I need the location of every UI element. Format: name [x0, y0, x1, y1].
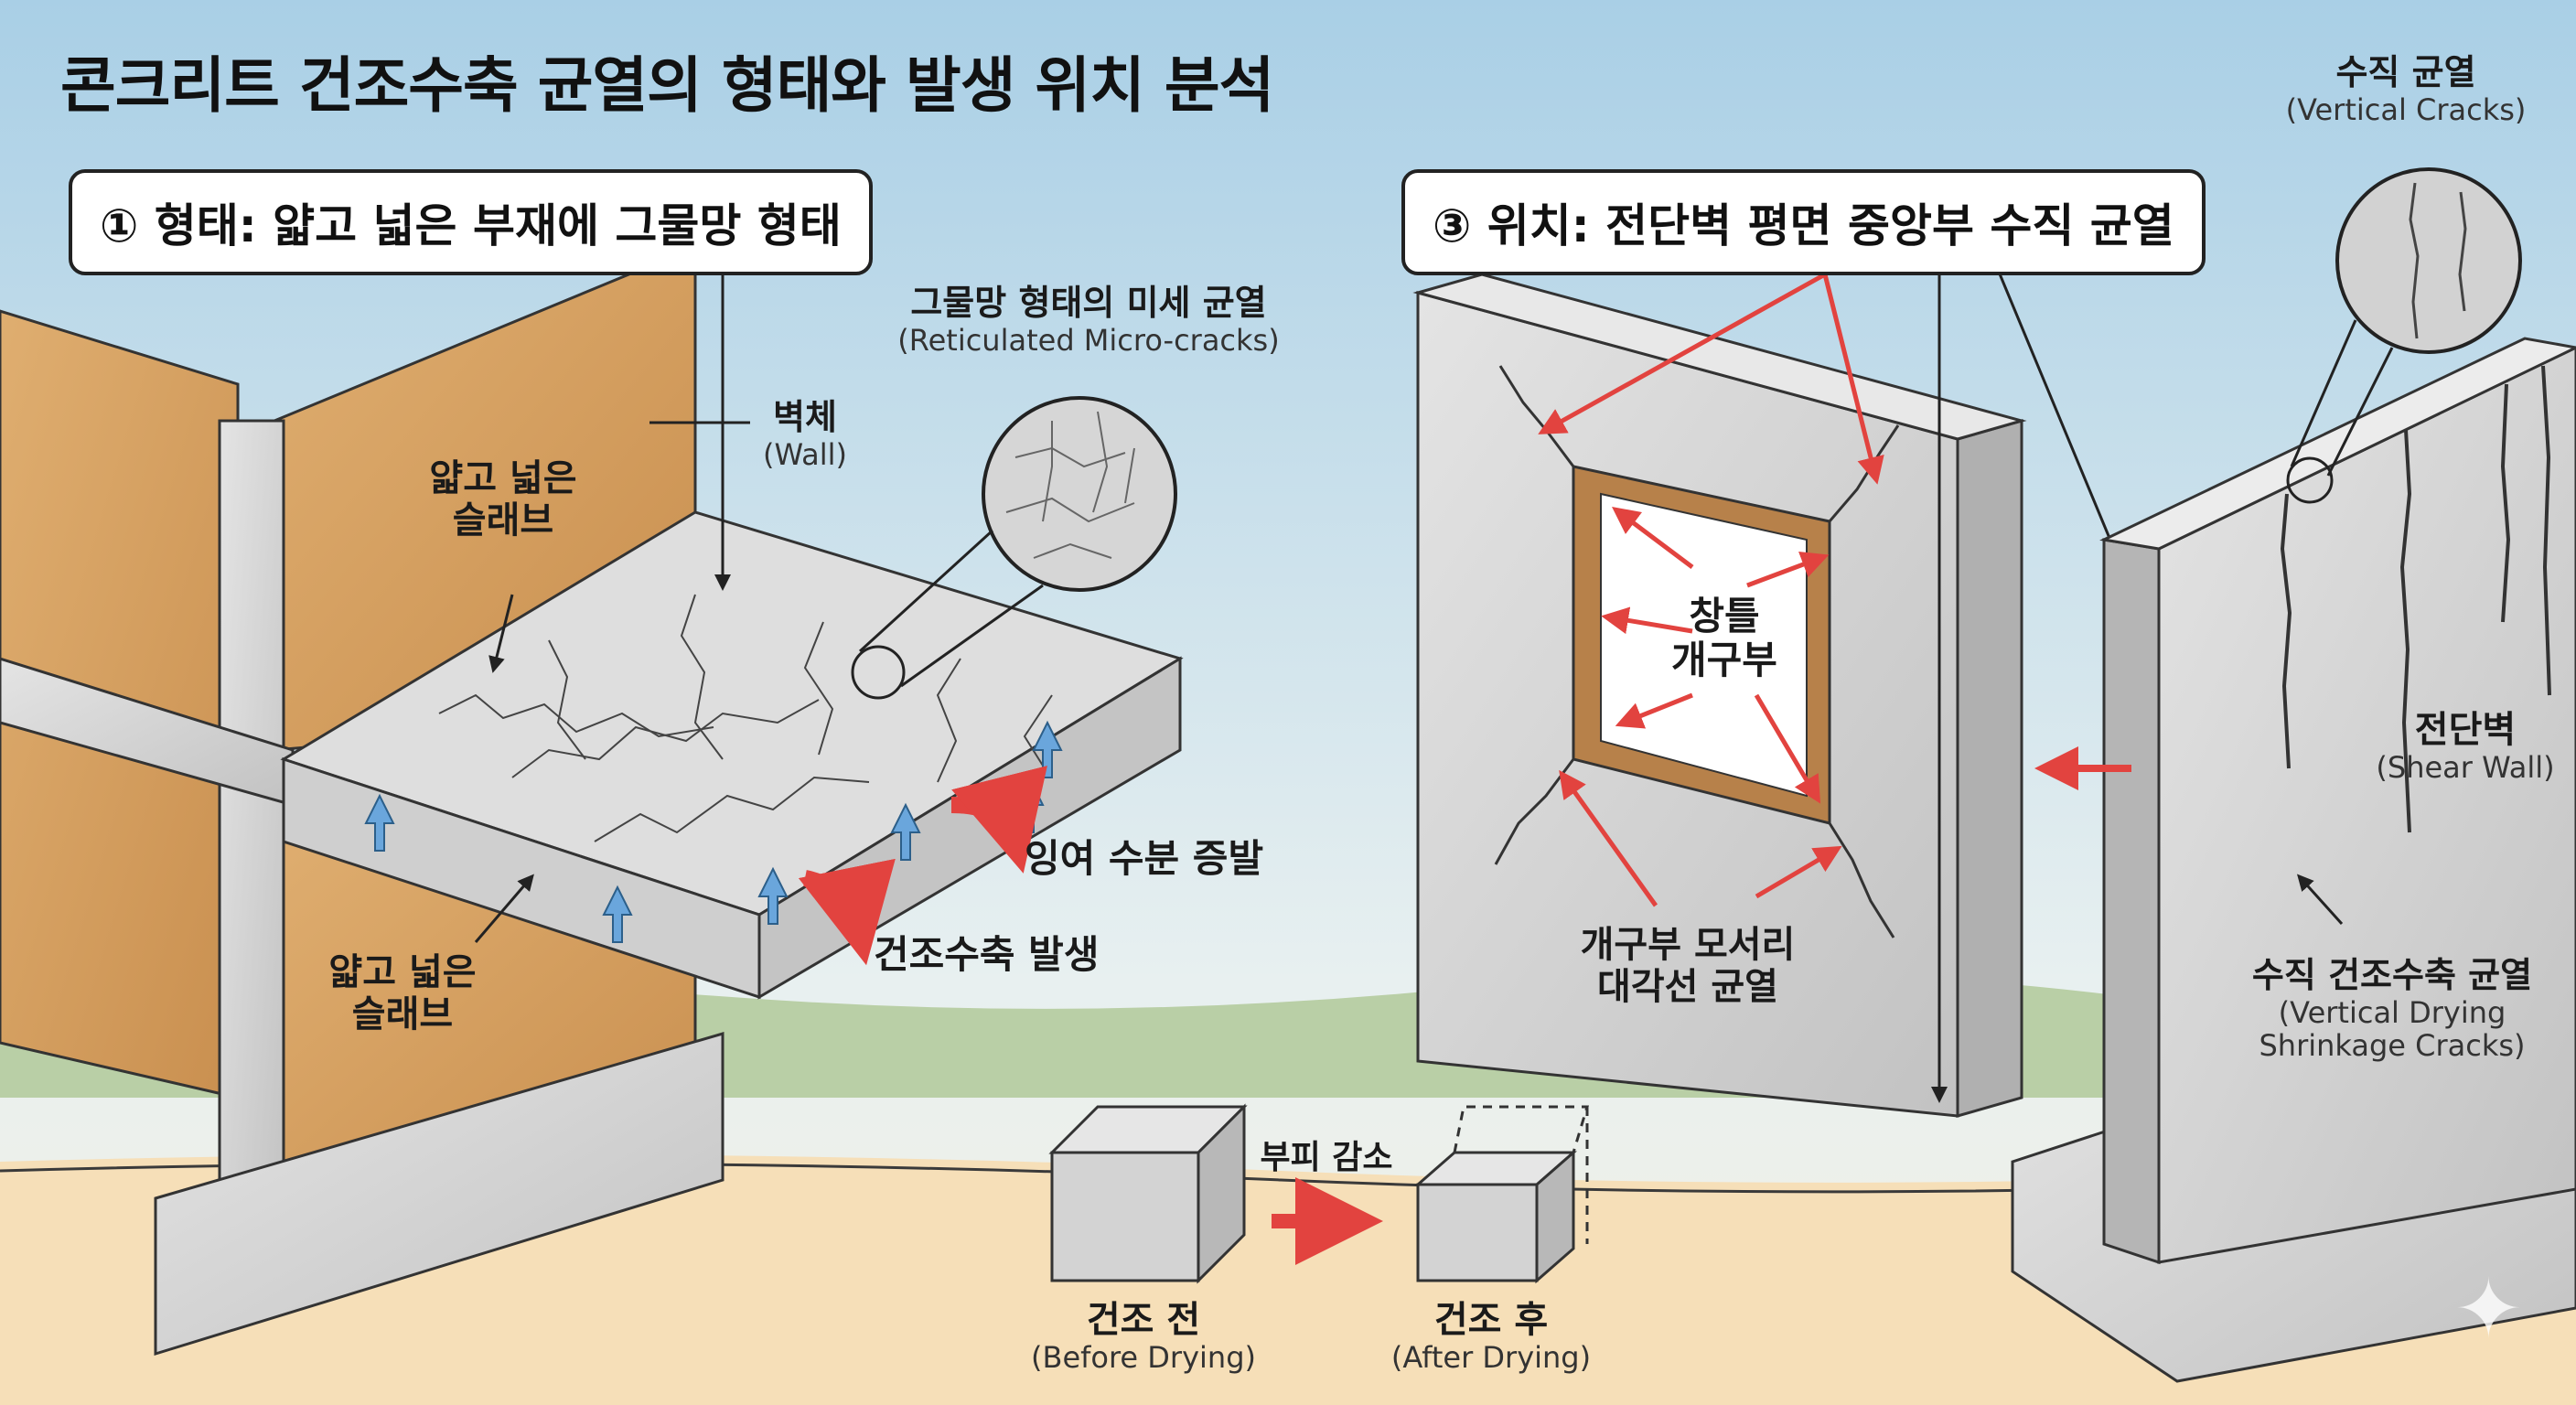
wall-label: 벽체 (Wall) — [750, 397, 860, 472]
vertical-cracks — [2280, 365, 2551, 833]
window-label: 창틀 개구부 — [1656, 594, 1793, 683]
section-form-box: ① 형태: 얇고 넓은 부재에 그물망 형태 — [69, 169, 873, 275]
vds-label: 수직 건조수축 균열 (Vertical Drying Shrinkage Cr… — [2214, 955, 2571, 1064]
micro-cracks-en: (Reticulated Micro-cracks) — [897, 322, 1280, 358]
vertical-crack-target — [2286, 456, 2334, 504]
before-ko: 건조 전 — [1086, 1299, 1201, 1341]
micro-crack-target — [851, 645, 906, 700]
window-wall-side — [1956, 419, 2023, 1118]
shear-ko: 전단벽 — [2414, 709, 2517, 751]
vertical-crack-detail — [2409, 182, 2467, 339]
diagonal-label: 개구부 모서리 대각선 균열 — [1537, 924, 1839, 1008]
before-en: (Before Drying) — [1031, 1340, 1256, 1375]
window-line2: 개구부 — [1671, 638, 1777, 683]
slab-bottom-label: 얇고 넓은 슬래브 — [293, 951, 512, 1035]
vds-en-line2: Shrinkage Cracks) — [2259, 1028, 2526, 1064]
shrinkage-arrow — [798, 858, 896, 966]
shrinkage-label: 건조수축 발생 — [874, 932, 1100, 977]
shear-en: (Shear Wall) — [2376, 750, 2555, 785]
star-sparkle-icon: ✦ — [2453, 1261, 2523, 1357]
vertical-ko: 수직 균열 — [2335, 52, 2476, 92]
slab-bottom-line2: 슬래브 — [351, 993, 454, 1035]
section-location-box: ③ 위치: 전단벽 평면 중앙부 수직 균열 — [1401, 169, 2206, 275]
cube-before — [1048, 1103, 1248, 1284]
vcrack-line-2 — [2326, 347, 2394, 477]
slab-crack-network — [438, 594, 1053, 842]
shear-wall-label: 전단벽 (Shear Wall) — [2360, 709, 2571, 785]
vcrack-line-1 — [2290, 319, 2357, 467]
shear-wall-top — [2099, 337, 2576, 551]
cube-after — [1414, 1105, 1590, 1284]
vertical-en: (Vertical Cracks) — [2285, 91, 2527, 127]
vds-en-line1: (Vertical Drying — [2278, 994, 2506, 1030]
slab-top-line2: 슬래브 — [452, 499, 554, 542]
footing — [154, 1032, 724, 1357]
diagonal-line1: 개구부 모서리 — [1580, 924, 1796, 966]
diagonal-line2: 대각선 균열 — [1597, 966, 1778, 1008]
after-ko: 건조 후 — [1433, 1299, 1549, 1341]
after-en: (After Drying) — [1390, 1340, 1592, 1375]
micro-crack-detail — [1005, 411, 1135, 559]
vertical-crack-magnifier — [2335, 167, 2522, 354]
vds-ko: 수직 건조수축 균열 — [2251, 955, 2533, 995]
slab-bottom-pointer — [474, 874, 534, 943]
magnifier-line-2 — [900, 584, 1044, 688]
window-line1: 창틀 — [1689, 594, 1760, 638]
slab-top-line1: 얇고 넓은 — [429, 457, 577, 499]
micro-cracks-label: 그물망 형태의 미세 균열 (Reticulated Micro-cracks) — [860, 283, 1317, 358]
slab-top-pointer — [488, 594, 514, 673]
wall-ko: 벽체 — [773, 397, 837, 437]
ground — [0, 1154, 2576, 1405]
volume-label: 부피 감소 — [1260, 1139, 1393, 1176]
window-wall-top — [1412, 273, 2027, 441]
slab-bottom-line1: 얇고 넓은 — [328, 951, 477, 993]
evaporation-arrow — [950, 766, 1047, 874]
micro-crack-magnifier — [982, 396, 1177, 592]
slab-top-label: 얇고 넓은 슬래브 — [393, 457, 613, 542]
magnifier-line-1 — [858, 529, 994, 653]
vertical-cracks-label: 수직 균열 (Vertical Cracks) — [2259, 52, 2552, 127]
vds-pointer — [2296, 874, 2344, 926]
shear-wall-edge — [2102, 538, 2161, 1265]
before-label: 건조 전 (Before Drying) — [1006, 1299, 1281, 1375]
micro-cracks-ko: 그물망 형태의 미세 균열 — [910, 283, 1267, 323]
wall-en: (Wall) — [763, 436, 847, 472]
after-label: 건조 후 (After Drying) — [1363, 1299, 1619, 1375]
evaporation-label: 잉여 수분 증발 — [1025, 836, 1264, 881]
window-arrows — [1538, 272, 1884, 907]
page-title: 콘크리트 건조수축 균열의 형태와 발생 위치 분석 — [60, 50, 1274, 121]
